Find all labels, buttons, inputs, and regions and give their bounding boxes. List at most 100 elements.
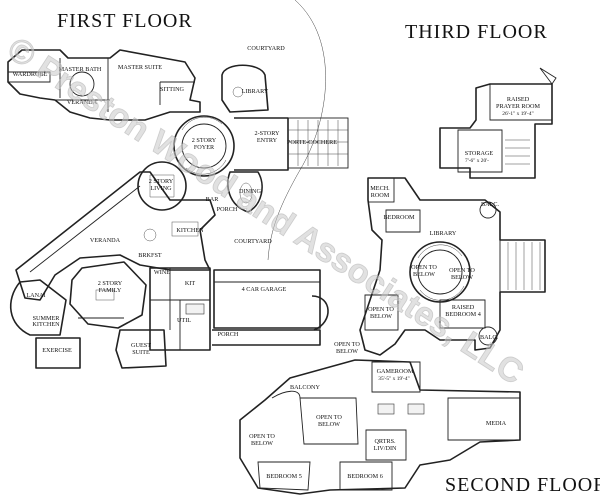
room-label-courtyard-top: COURTYARD	[247, 45, 285, 52]
kitchen-island	[143, 228, 157, 242]
room-label-qtrs-1: QRTRS.	[374, 438, 396, 445]
room-label-otb-2b: BELOW	[451, 274, 473, 281]
room-label-kit: KIT	[185, 280, 196, 287]
room-label-prayer-2: PRAYER ROOM	[496, 103, 540, 110]
room-label-guest-1: GUEST	[131, 342, 151, 349]
room-label-otb-4a: OPEN TO	[334, 341, 360, 348]
wardrobe-box	[8, 71, 51, 83]
kitchen-counter	[171, 221, 199, 237]
lanai	[9, 279, 67, 336]
room-label-gameroom: GAMEROOM	[377, 368, 414, 375]
room-label-wardrobe: WARDROBE	[13, 71, 48, 78]
dining-table	[239, 182, 253, 204]
balc-top	[479, 201, 497, 219]
foyer-rotunda	[173, 115, 235, 177]
room-label-prayer-dim: 26'-1" x 19'-4"	[502, 111, 534, 117]
garage	[213, 269, 321, 329]
room-label-veranda-top: VERANDA	[67, 99, 98, 106]
bedroom-4	[439, 299, 486, 329]
bath-fixture	[377, 403, 395, 415]
room-label-summer-kitchen-2: KITCHEN	[32, 321, 60, 328]
exercise-room	[35, 337, 81, 369]
first-floor-plan	[7, 0, 349, 369]
room-label-qtrs-2: LIV/DIN	[373, 445, 397, 452]
room-label-storage-dim: 7'-6" x 20'-	[465, 158, 489, 164]
family-sofa	[95, 289, 115, 301]
room-label-prayer-1: RAISED	[507, 96, 530, 103]
room-label-sitting: SITTING	[160, 86, 185, 93]
tub	[69, 71, 95, 97]
room-label-porte-cochere: PORTE-COCHERE	[287, 139, 337, 146]
third-floor-title: THIRD FLOOR	[405, 21, 548, 43]
room-label-lanai: LANAI	[26, 292, 45, 299]
room-label-otb-3a: OPEN TO	[368, 306, 394, 313]
room-label-veranda-mid: VERANDA	[90, 237, 121, 244]
master-suite-outline	[7, 49, 201, 121]
living-rug	[149, 174, 175, 198]
room-label-bed6: BEDROOM 6	[347, 473, 383, 480]
util-counter	[185, 303, 205, 315]
room-label-otb-2a: OPEN TO	[449, 267, 475, 274]
foyer-inner-ring	[181, 123, 227, 169]
room-label-bed4-2: BEDROOM 4	[445, 311, 481, 318]
room-label-foyer-2: FOYER	[194, 144, 215, 151]
master-bath-walls	[59, 58, 109, 112]
room-label-kitchen: KITCHEN	[176, 227, 204, 234]
roof-lines	[507, 242, 541, 290]
otb-3-void	[364, 294, 399, 331]
room-label-otb-1a: OPEN TO	[411, 264, 437, 271]
room-label-balc-low: BALC.	[480, 334, 499, 341]
third-floor-plan	[439, 67, 557, 179]
room-label-otb-1b: BELOW	[413, 271, 435, 278]
third-floor-stairs	[505, 139, 530, 165]
room-label-library: LIBRARY	[242, 88, 269, 95]
third-floor-corner	[539, 67, 557, 85]
balc-low	[478, 326, 498, 346]
porte-cochere-grid	[288, 129, 348, 155]
room-label-util: UTIL	[177, 317, 191, 324]
room-label-balc-top: BALC.	[481, 201, 500, 208]
room-label-courtyard-mid: COURTYARD	[234, 238, 272, 245]
room-label-library2: LIBRARY	[430, 230, 457, 237]
room-label-exercise: EXERCISE	[42, 347, 72, 354]
room-label-bar: BAR	[206, 196, 220, 203]
stair-inner-ring	[417, 249, 463, 295]
room-label-balcony: BALCONY	[290, 384, 320, 391]
room-label-garage: 4 CAR GARAGE	[242, 286, 287, 293]
balcony-curve	[271, 390, 301, 399]
room-label-master-suite: MASTER SUITE	[118, 64, 162, 71]
room-label-brkfst: BRKFST	[138, 252, 162, 259]
room-label-entry-1: 2-STORY	[255, 130, 281, 137]
library-table	[232, 86, 244, 98]
room-label-otb-3b: BELOW	[370, 313, 392, 320]
second-floor-upper-wing	[359, 177, 546, 356]
room-label-wine: WINE	[154, 269, 170, 276]
porte-cochere-roof	[499, 239, 546, 293]
family-room	[69, 261, 147, 329]
mech-room	[367, 177, 395, 203]
room-label-living-1: 2 STORY	[149, 178, 174, 185]
watermark-text: Preston Wood and Associates, LLC	[30, 49, 531, 393]
living-rotunda	[137, 161, 187, 211]
storage-room	[457, 129, 503, 173]
room-label-mech-1: MECH.	[370, 185, 390, 192]
foyer-stairs	[181, 116, 227, 175]
service-walls	[150, 268, 210, 350]
dining-room	[227, 171, 263, 213]
entry-hall	[234, 117, 289, 171]
room-label-bedroom-top: BEDROOM	[384, 214, 415, 221]
room-label-otb-4b: BELOW	[336, 348, 358, 355]
room-label-foyer-1: 2 STORY	[192, 137, 217, 144]
second-floor-plan	[239, 177, 546, 495]
room-label-entry-2: ENTRY	[257, 137, 278, 144]
first-floor-title: FIRST FLOOR	[57, 10, 193, 32]
bedroom-5	[257, 461, 311, 491]
room-label-family-1: 2 STORY	[98, 280, 123, 287]
room-label-bed4-1: RAISED	[452, 304, 475, 311]
second-floor-title: SECOND FLOOR	[445, 474, 600, 496]
